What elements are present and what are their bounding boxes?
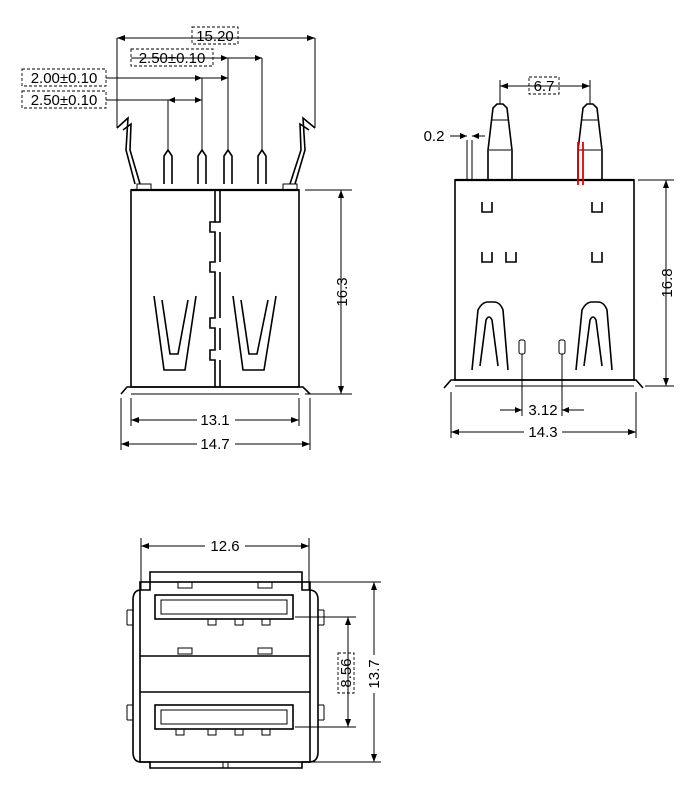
front-post-spacing-label: 6.7	[534, 78, 555, 95]
side-view: 15.20 2.50±0.10 2.00±0.10 2.50±0.10 16.3	[21, 26, 352, 453]
usb-port-lower	[154, 704, 294, 730]
contact-left	[153, 295, 197, 371]
arch-right	[575, 301, 613, 371]
side-pins	[163, 148, 267, 184]
usb-port-upper	[154, 594, 294, 620]
center-split	[209, 190, 216, 387]
end-view: 12.6 8.56 13.7	[126, 538, 383, 769]
arch-left	[471, 301, 509, 371]
left-hook	[116, 116, 136, 185]
side-pitch-a-label: 2.50±0.10	[139, 50, 206, 67]
end-width-label: 12.6	[210, 538, 239, 555]
side-pitch-b-label: 2.00±0.10	[31, 70, 98, 87]
front-height-label: 16.8	[659, 268, 676, 297]
side-inner-width-label: 13.1	[200, 412, 229, 429]
front-width-label: 14.3	[528, 424, 557, 441]
contact-right	[232, 295, 277, 371]
side-pitch-c-label: 2.50±0.10	[31, 92, 98, 109]
side-overall-width-label: 15.20	[196, 28, 234, 45]
front-post-right	[577, 103, 603, 180]
front-post-left	[487, 103, 513, 180]
front-view: 6.7 0.2 16.8 3.12 14.3	[424, 76, 676, 441]
side-height-label: 16.3	[334, 277, 351, 306]
front-pin-thickness-label: 0.2	[424, 128, 445, 145]
side-base-width-label: 14.7	[200, 436, 229, 453]
right-hook	[294, 116, 316, 185]
end-port-pitch-label: 8.56	[338, 658, 355, 687]
front-pin-spacing-label: 3.12	[528, 402, 557, 419]
end-view-shell	[132, 571, 319, 769]
end-height-label: 13.7	[366, 659, 383, 688]
